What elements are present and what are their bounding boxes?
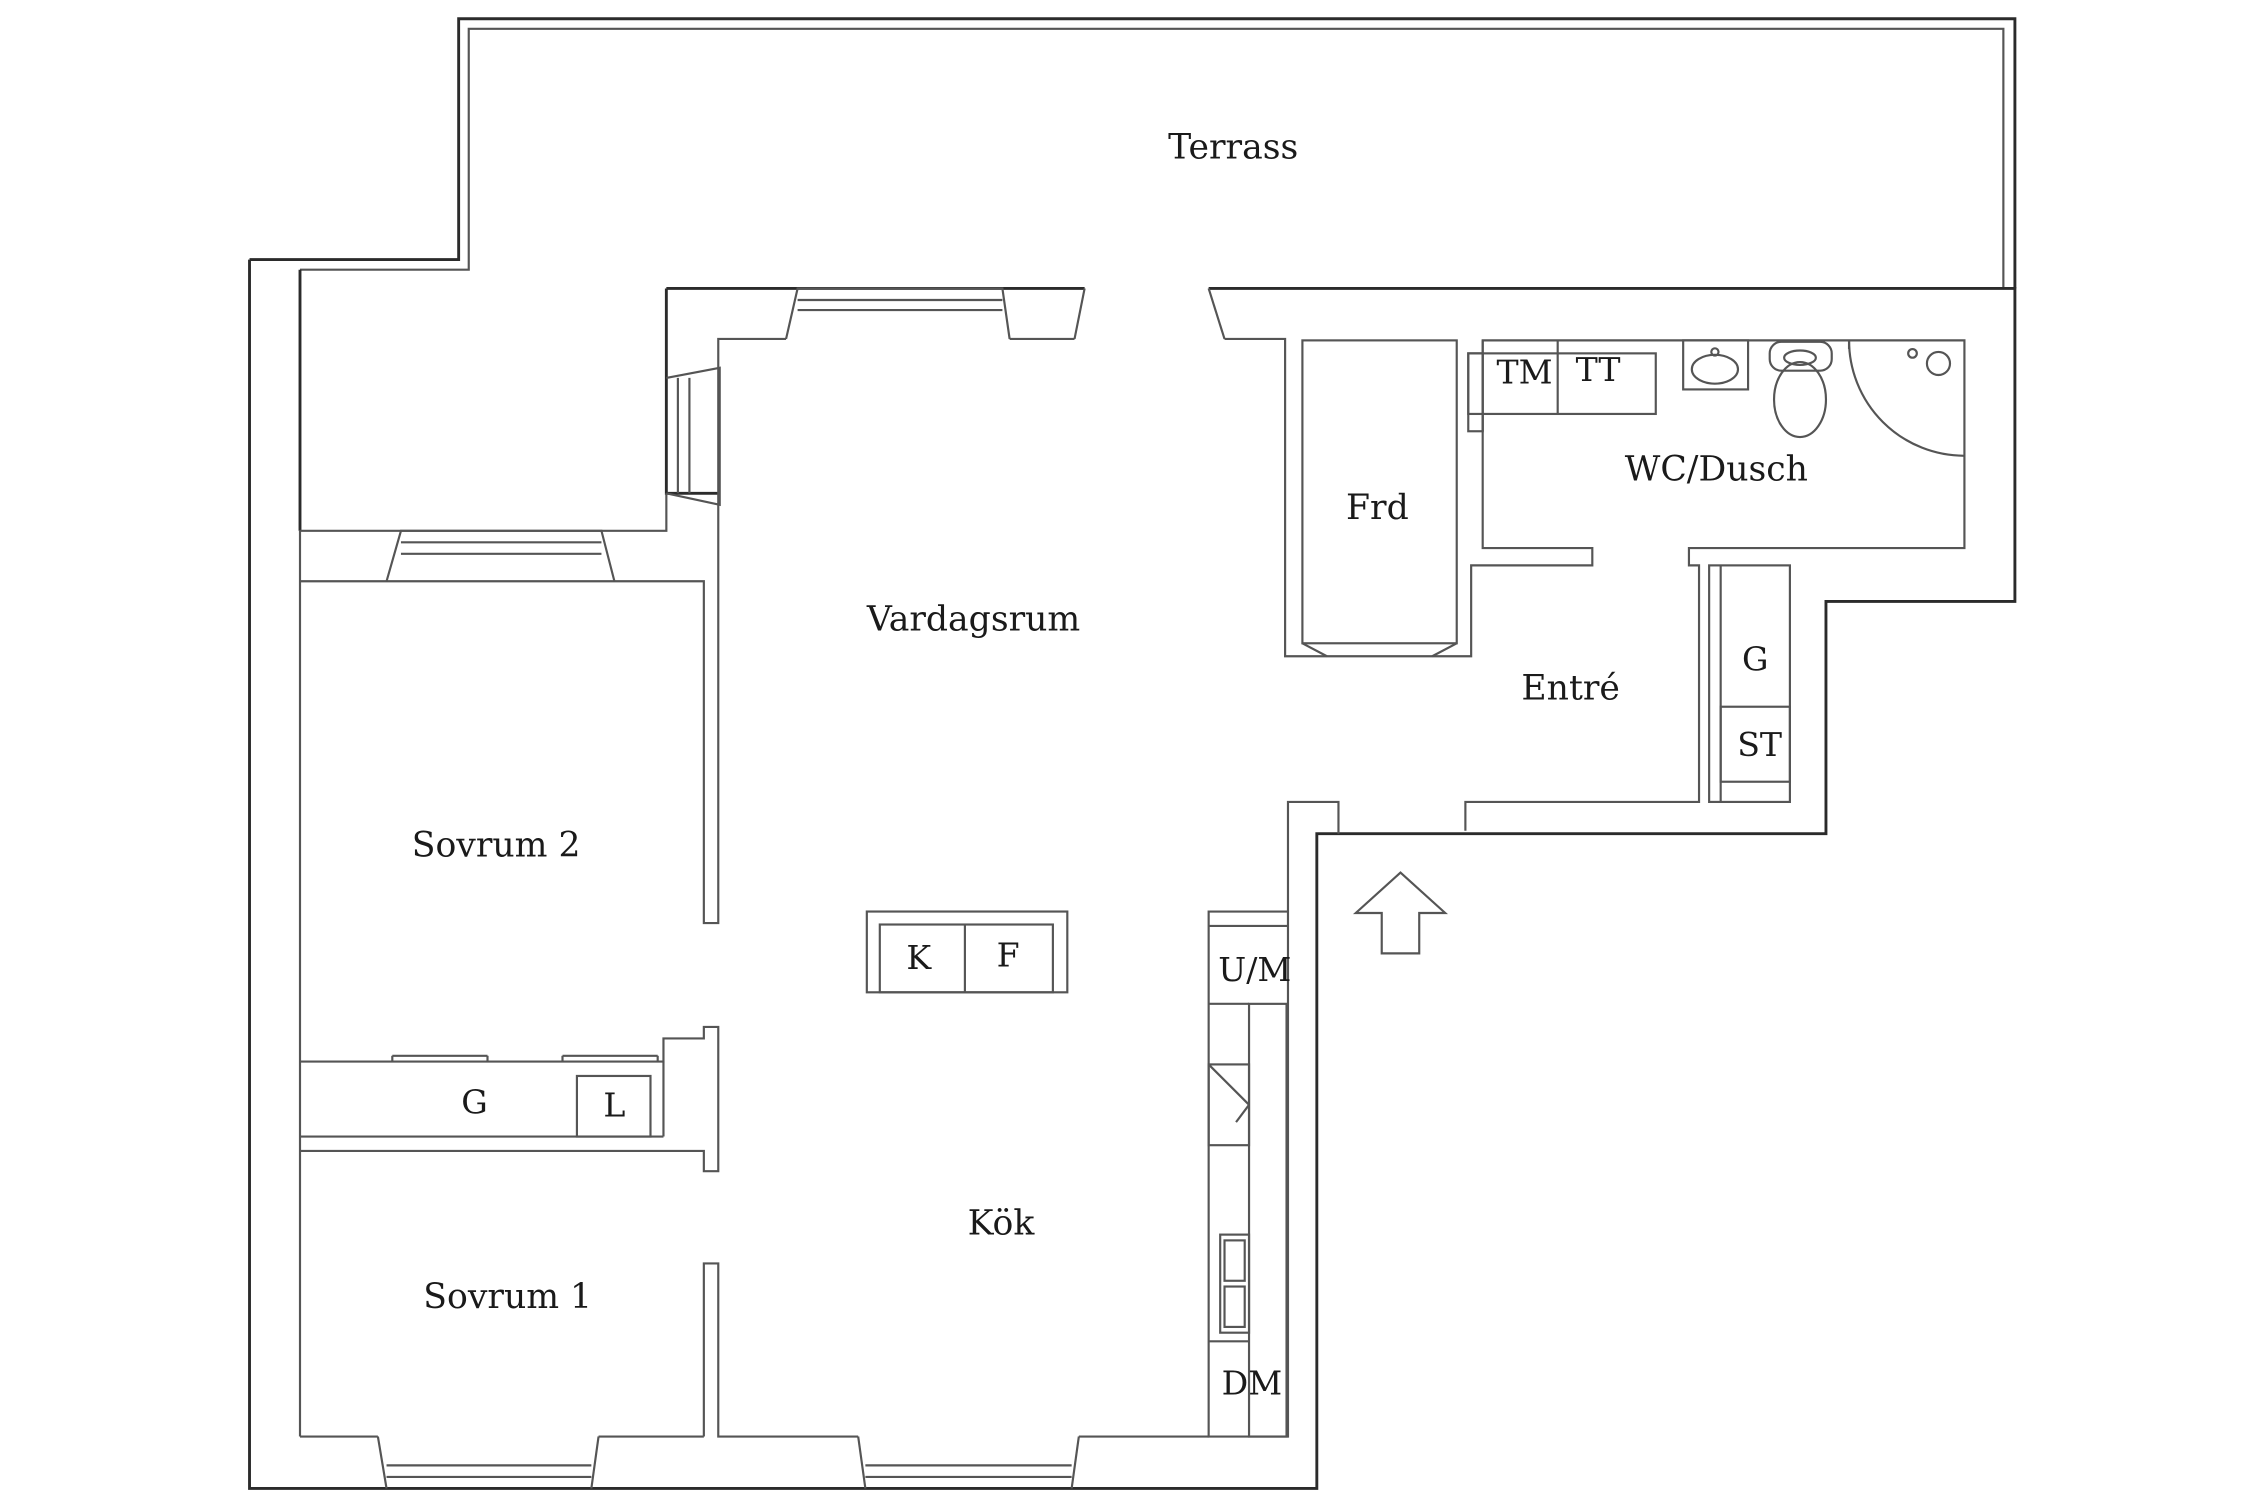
fixture-label-tm: TM [1496, 353, 1552, 392]
room-label-vardagsrum: Vardagsrum [866, 599, 1080, 639]
fixture-label-hall-closet: G [1742, 640, 1769, 679]
sink-icon [1682, 339, 1750, 391]
room-label-wc-dusch: WC/Dusch [1625, 449, 1808, 489]
terrace [249, 17, 2017, 289]
fixture-label-um: U/M [1218, 950, 1291, 989]
fixture-label-dm: DM [1222, 1364, 1283, 1403]
room-label-terrass: Terrass [1168, 128, 1298, 168]
room-label-entre: Entré [1521, 669, 1620, 709]
bedroom-closet [391, 1054, 659, 1138]
entrance-arrow-icon [1352, 871, 1449, 955]
toilet-icon [1768, 340, 1833, 439]
fixture-label-tt: TT [1576, 350, 1621, 389]
fixture-label-bedroom-closet: G [461, 1082, 487, 1121]
room-label-sovrum-1: Sovrum 1 [423, 1277, 592, 1317]
fixture-label-k: K [906, 938, 932, 977]
laundry-machines [1467, 340, 1657, 433]
kitchen-island [865, 910, 1069, 994]
storage-frd [1301, 339, 1458, 658]
fixture-label-f: F [997, 935, 1020, 974]
windows [376, 287, 1226, 1489]
hall-closet [1708, 564, 1791, 804]
fixture-label-linen: L [603, 1085, 625, 1124]
kitchen-counter [1207, 924, 1288, 1438]
interior-walls [298, 337, 1966, 1438]
shower-icon [1847, 340, 1965, 457]
room-label-frd: Frd [1346, 488, 1409, 528]
room-label-sovrum-2: Sovrum 2 [412, 826, 581, 866]
room-label-kok: Kök [968, 1204, 1036, 1244]
fixture-label-st: ST [1737, 725, 1782, 764]
